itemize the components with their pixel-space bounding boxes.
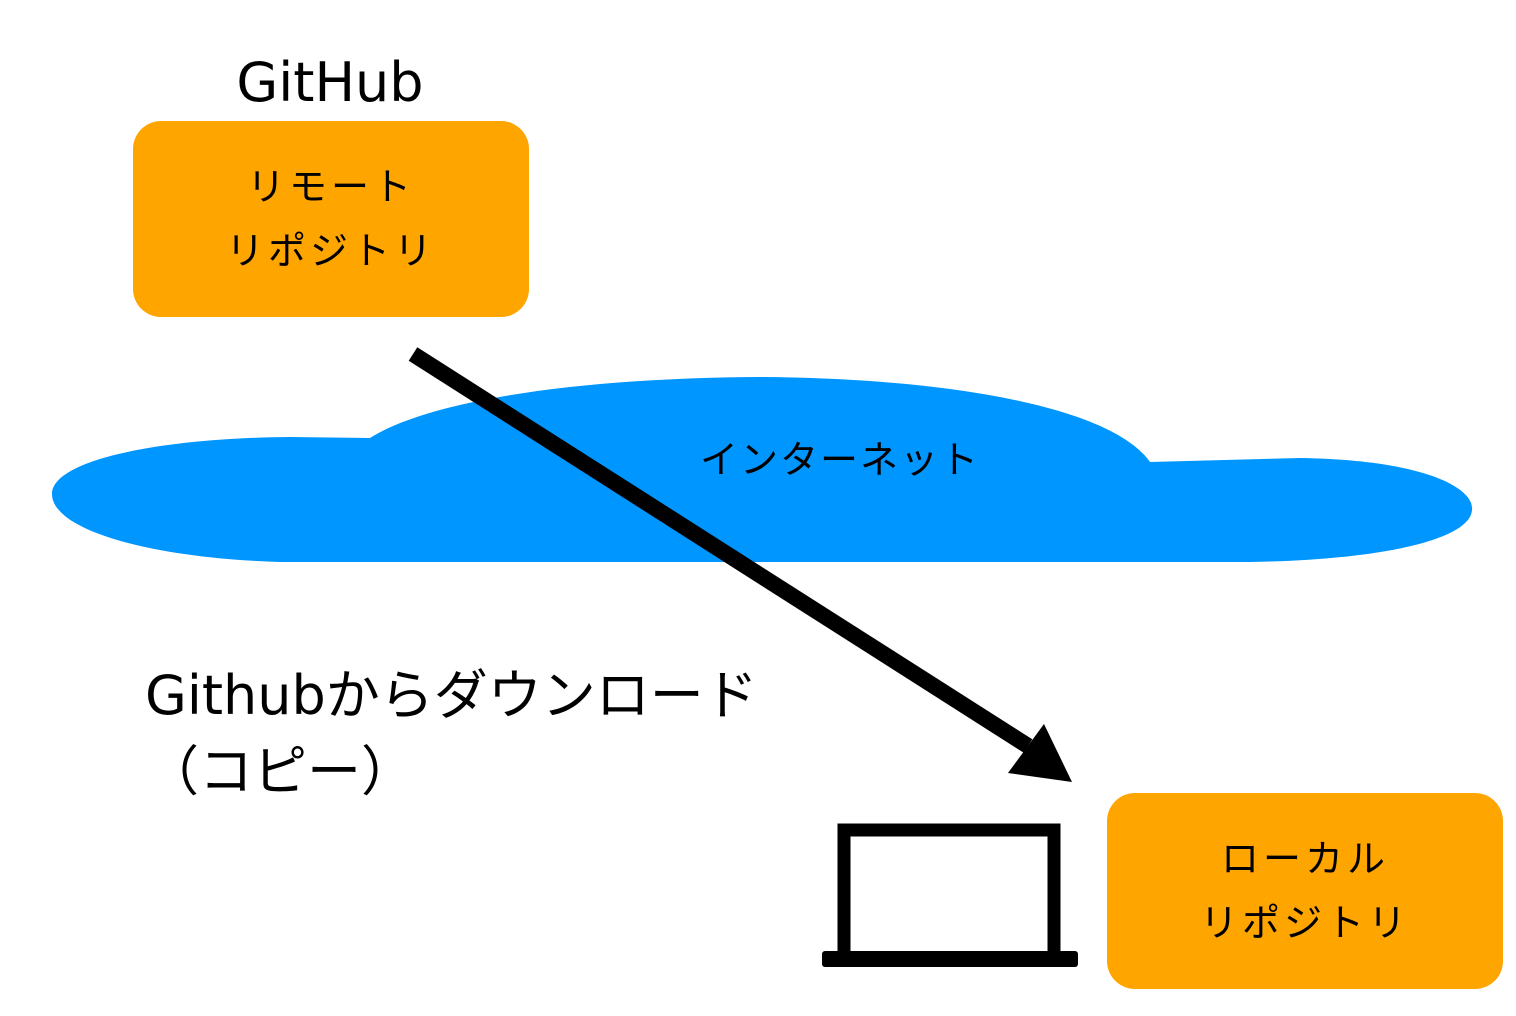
github-label: GitHub <box>236 51 424 114</box>
remote-repo-label-line1: リモート <box>246 165 415 209</box>
internet-label: インターネット <box>700 438 981 482</box>
local-repository-box: ローカル リポジトリ <box>1107 793 1503 989</box>
download-caption-line1: Githubからダウンロード <box>145 664 758 727</box>
laptop-icon <box>822 823 1078 967</box>
remote-repo-label-line2: リポジトリ <box>225 229 436 273</box>
download-caption: Githubからダウンロード （コピー） <box>145 658 845 810</box>
local-repo-label-line2: リポジトリ <box>1199 901 1410 945</box>
remote-repository-box: リモート リポジトリ <box>133 121 529 317</box>
download-caption-line2: （コピー） <box>145 740 415 803</box>
local-repo-label-line1: ローカル <box>1220 837 1389 881</box>
download-arrow <box>408 347 1072 782</box>
arrow-shaft <box>408 347 1033 753</box>
arrow-icon <box>1008 724 1072 782</box>
internet-cloud <box>52 377 1473 562</box>
